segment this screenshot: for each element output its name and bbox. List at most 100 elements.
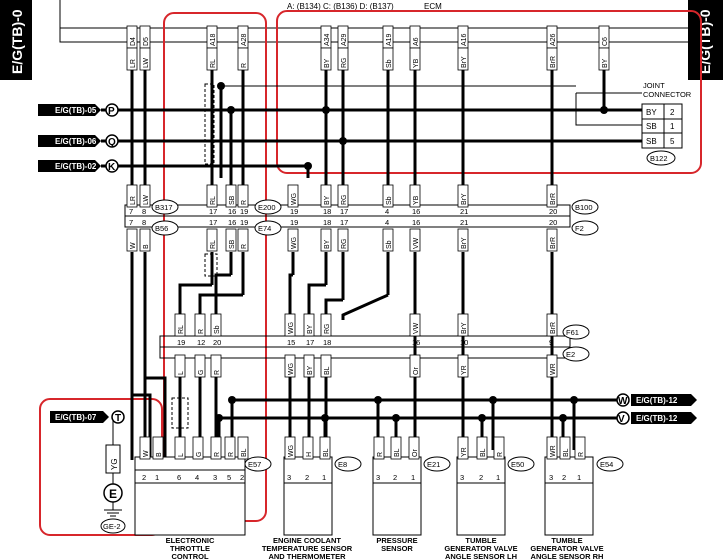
- row2-pin-9: 16: [412, 218, 420, 227]
- e54-pin-0: 3: [549, 473, 553, 482]
- row1-color-10: BrY: [457, 184, 469, 208]
- row2-color-8: Sb: [382, 228, 394, 252]
- ecm-pin-A29: A29: [337, 25, 349, 49]
- row3-color-8: BrR: [546, 313, 558, 337]
- left-ref-p: E/G(TB)-05 P: [38, 103, 119, 117]
- e54-color-1: BL: [559, 436, 571, 460]
- row2-color-3: SB: [225, 228, 237, 252]
- e21-color-2: Or: [408, 436, 420, 460]
- ref-e2-label: E2: [566, 350, 575, 359]
- svg-text:WG: WG: [288, 445, 295, 457]
- joint-row-1-pin: 2: [670, 108, 675, 117]
- svg-text:BY: BY: [324, 58, 331, 68]
- row1-pin-1: 8: [142, 207, 146, 216]
- ref-e21: [423, 456, 451, 472]
- svg-text:A34: A34: [324, 33, 331, 46]
- e8-color-2: BL: [319, 436, 331, 460]
- red-highlight-ecm-right: [276, 10, 702, 174]
- row2-pin-2: 17: [209, 218, 217, 227]
- row4-color-3: WG: [284, 354, 296, 378]
- row3-pin-4: 17: [306, 338, 314, 347]
- e57-color-0: L: [174, 436, 186, 460]
- row2-color-6: BY: [320, 228, 332, 252]
- joint-connector-block: BY 2 SB 1 SB 5: [641, 103, 683, 149]
- svg-text:YB: YB: [413, 58, 420, 68]
- svg-text:A19: A19: [386, 33, 393, 46]
- row3-color-3: WG: [284, 313, 296, 337]
- svg-text:C6: C6: [602, 37, 609, 46]
- svg-text:H: H: [306, 452, 313, 457]
- joint-row-3-wire: SB: [646, 137, 657, 146]
- e57-color-1: G: [192, 436, 204, 460]
- row2-color-7: RG: [337, 228, 349, 252]
- row2-pin-10: 21: [460, 218, 468, 227]
- joint-row-2-wire: SB: [646, 122, 657, 131]
- svg-text:WR: WR: [550, 445, 557, 457]
- row2-pin-4: 19: [240, 218, 248, 227]
- svg-text:E: E: [109, 487, 117, 501]
- title-pressure-1: PRESSURE: [376, 536, 417, 545]
- svg-text:A28: A28: [241, 33, 248, 46]
- ref-e50-label: E50: [511, 460, 524, 469]
- e8-color-0: WG: [284, 436, 296, 460]
- svg-text:A16: A16: [461, 33, 468, 46]
- row2-color-1: B: [139, 228, 151, 252]
- ecm-pin-A19: A19: [382, 25, 394, 49]
- row3-pin-1: 12: [197, 338, 205, 347]
- svg-text:BrY: BrY: [461, 193, 468, 205]
- svg-text:R: R: [214, 370, 221, 375]
- svg-text:BL: BL: [563, 448, 570, 457]
- wires-layer: [101, 48, 642, 536]
- row1-color-11: BrR: [546, 184, 558, 208]
- row3-pin-5: 18: [323, 338, 331, 347]
- svg-text:V: V: [618, 414, 625, 425]
- e50-color-0: YR: [457, 436, 469, 460]
- svg-text:R: R: [578, 452, 585, 457]
- svg-text:A26: A26: [550, 33, 557, 46]
- row2-pin-0: 7: [129, 218, 133, 227]
- ref-e200-label: E200: [258, 203, 276, 212]
- row1-pin-5: 19: [290, 207, 298, 216]
- e54-pin-1: 2: [562, 473, 566, 482]
- ref-f61-label: F61: [566, 328, 579, 337]
- ecm-wire-A28: R: [237, 47, 249, 71]
- svg-text:G: G: [198, 370, 205, 375]
- wire: [307, 283, 326, 320]
- svg-text:R: R: [377, 452, 384, 457]
- svg-text:G: G: [196, 452, 203, 457]
- e8-pin-0: 3: [287, 473, 291, 482]
- svg-text:A6: A6: [413, 37, 420, 46]
- junction-dot: [322, 106, 330, 114]
- e50-color-1: BL: [476, 436, 488, 460]
- row2-pin-7: 17: [340, 218, 348, 227]
- side-tab-left: [0, 0, 32, 80]
- ecm-pin-A34: A34: [320, 25, 332, 49]
- title-tgv-lh-1: TUMBLE: [465, 536, 496, 545]
- row3-color-0: RL: [174, 313, 186, 337]
- e57-pin-4: 2: [240, 473, 244, 482]
- ecm-pin-A28: A28: [237, 25, 249, 49]
- svg-text:R: R: [241, 63, 248, 68]
- svg-text:BrR: BrR: [550, 193, 557, 205]
- svg-text:SB: SB: [229, 195, 236, 205]
- svg-text:YB: YB: [413, 195, 420, 205]
- svg-text:RL: RL: [210, 196, 217, 205]
- title-tgv-lh-3: ANGLE SENSOR LH: [445, 552, 517, 560]
- side-tab-right: [688, 0, 723, 80]
- svg-text:WR: WR: [550, 363, 557, 375]
- svg-text:E/G(TB)-12: E/G(TB)-12: [636, 396, 678, 405]
- svg-text:A18: A18: [210, 33, 217, 46]
- e57-color-4: BL: [237, 436, 249, 460]
- junction-dot: [304, 162, 312, 170]
- ref-e57: [244, 456, 272, 472]
- e57-body: [134, 456, 246, 536]
- ref-e57-label: E57: [248, 460, 261, 469]
- row4-color-7: YR: [457, 354, 469, 378]
- svg-text:BL: BL: [394, 448, 401, 457]
- svg-text:BY: BY: [307, 324, 314, 334]
- svg-text:W: W: [618, 396, 628, 407]
- wire: [214, 273, 231, 320]
- side-tab-left-label: E/G(TB)-0: [9, 9, 25, 74]
- ref-e2: [562, 346, 590, 362]
